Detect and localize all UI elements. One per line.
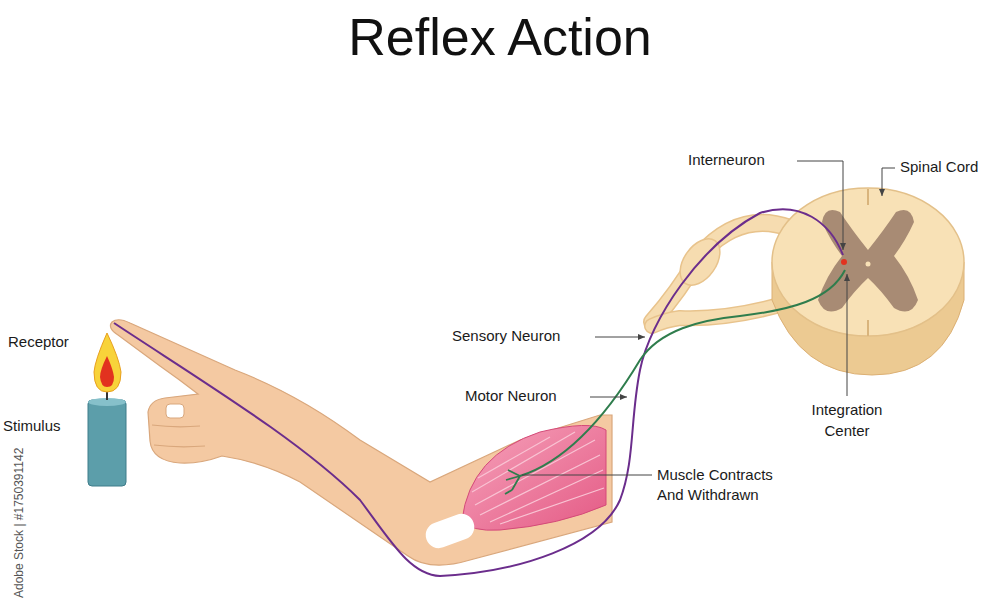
- leader-line: [595, 337, 645, 338]
- central-canal: [866, 262, 871, 267]
- part-label: Receptor: [8, 333, 69, 351]
- part-label: Stimulus: [3, 417, 61, 435]
- grey-matter: [818, 210, 918, 312]
- spinal-cord-face: [772, 188, 964, 336]
- candle: [88, 400, 126, 486]
- thumbnail: [166, 404, 184, 418]
- leader-line: [522, 475, 652, 476]
- finger-lines: [152, 425, 205, 447]
- median-fissure: [867, 189, 869, 336]
- synapse: [841, 259, 847, 265]
- leader-line: [797, 161, 843, 250]
- part-label: Interneuron: [688, 151, 765, 169]
- tendon: [422, 510, 478, 552]
- part-label: Sensory Neuron: [452, 327, 560, 345]
- flame-core: [100, 356, 114, 387]
- muscle: [462, 425, 606, 530]
- diagram-title: Reflex Action: [0, 6, 1000, 68]
- part-label: Spinal Cord: [900, 158, 978, 176]
- leader-line: [882, 168, 895, 196]
- part-label: Integration Center: [792, 399, 902, 441]
- muscle-striations: [472, 432, 604, 524]
- watermark: Adobe Stock | #1750391142: [12, 448, 26, 598]
- leader-line: [847, 274, 848, 396]
- leader-line: [590, 397, 627, 398]
- ventral-root: [652, 302, 790, 326]
- arm: [110, 320, 612, 565]
- motor-endplate: [505, 470, 520, 494]
- motor-neuron: [520, 270, 845, 476]
- part-label: Motor Neuron: [465, 387, 557, 405]
- sensory-neuron: [114, 209, 843, 576]
- part-label: Muscle Contracts And Withdrawn: [657, 465, 797, 505]
- flame: [94, 333, 121, 392]
- ventral-root-fill: [652, 302, 790, 326]
